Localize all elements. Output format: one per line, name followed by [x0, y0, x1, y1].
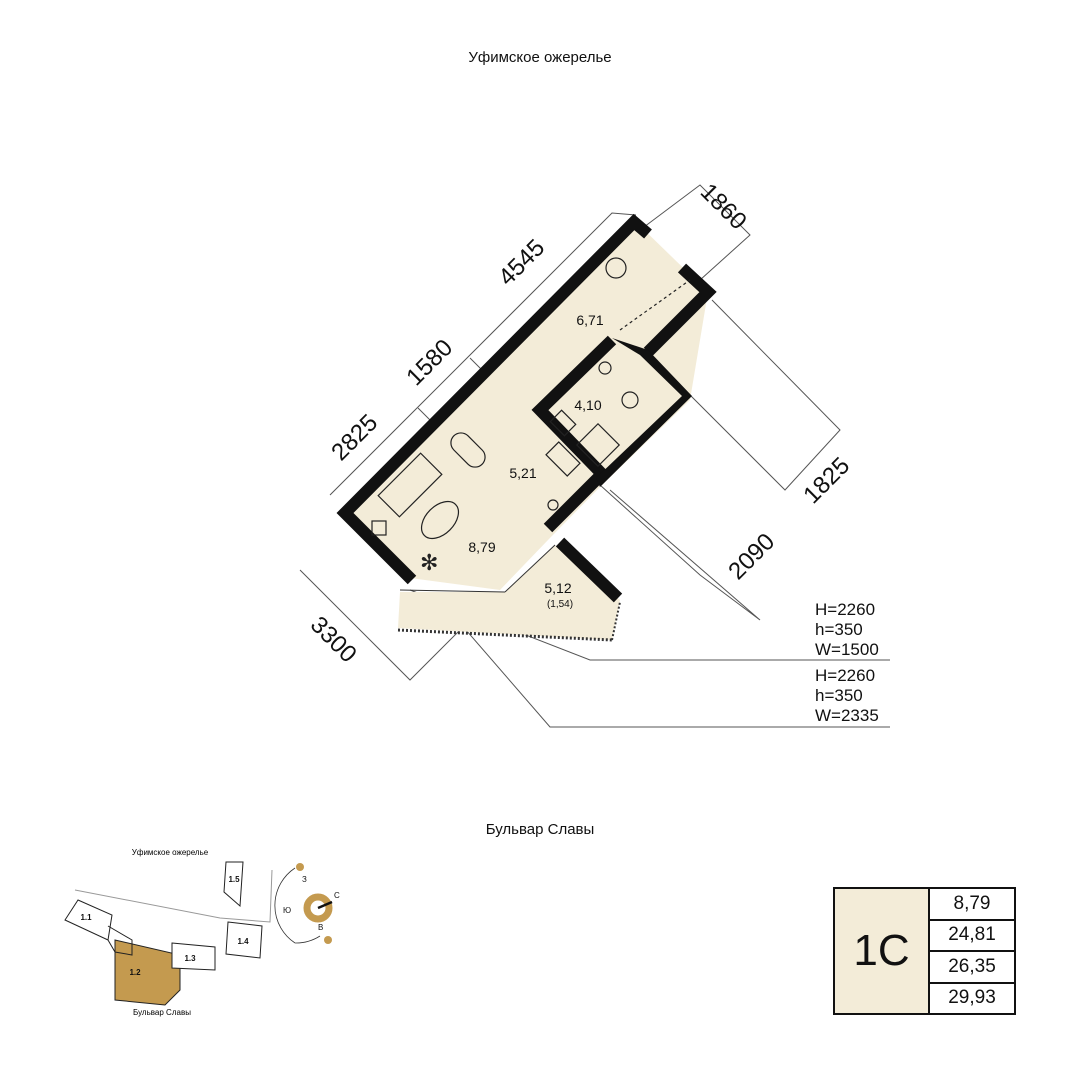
minimap-street-bottom: Бульвар Славы [133, 1008, 191, 1017]
summary-value: 29,93 [948, 987, 996, 1009]
wardrobe-icon [619, 279, 691, 331]
section-label: 1.1 [80, 913, 92, 922]
dimension-3300: 3300 [305, 611, 362, 668]
room-area-hall: 6,71 [576, 312, 603, 328]
room-area-balcony: 5,12 [544, 580, 571, 596]
dimension-1860: 1860 [695, 178, 752, 235]
stove-icon [547, 499, 559, 511]
sofa-icon [377, 452, 443, 518]
section-label: 1.2 [129, 968, 141, 977]
dimension-2090: 2090 [723, 528, 780, 585]
site-minimap: 1.1 1.2 1.3 1.4 1.5 Уфимское ожерелье Бу… [64, 848, 340, 1017]
apartment-summary-table: 1С 8,79 24,81 26,35 29,93 [833, 887, 1016, 1015]
summary-value: 24,81 [930, 921, 1014, 952]
compass-east: В [318, 923, 323, 932]
furniture [371, 257, 691, 540]
street-bottom-label: Бульвар Славы [485, 821, 595, 838]
apartment-type: 1С [835, 889, 930, 1013]
section-label: 1.4 [237, 937, 249, 946]
summary-value: 26,35 [930, 952, 1014, 984]
toilet-icon [621, 391, 639, 409]
bath-wall-block [596, 338, 692, 487]
table-icon [450, 432, 486, 468]
compass-west: З [302, 875, 307, 884]
sink-icon [549, 409, 577, 437]
sun-icon [296, 863, 304, 871]
section-1.2 [114, 939, 181, 1006]
apartment-floor [342, 220, 708, 590]
window-height: H=2260 [815, 666, 876, 685]
balcony-edges [397, 544, 621, 642]
window-width: W=2335 [815, 706, 879, 725]
window-spec-2: H=2260 h=350 W=2335 [815, 666, 879, 726]
room-area-kitchen: 5,21 [509, 465, 536, 481]
section-1.5 [223, 861, 244, 908]
window-height: H=2260 [815, 600, 876, 619]
compass-icon: З С Ю В [274, 863, 340, 944]
bathtub-icon [420, 500, 460, 540]
kitchen-sink-icon [545, 441, 581, 477]
plant-icon: ✻ [420, 550, 438, 575]
section-label: 1.3 [184, 954, 196, 963]
window-width: W=1500 [815, 640, 879, 659]
balcony-floor [398, 545, 620, 640]
minimap-street-top: Уфимское ожерелье [132, 848, 209, 857]
dimension-2825: 2825 [326, 409, 383, 466]
room-area-balcony-reduced: (1,54) [547, 599, 573, 610]
section-1.4 [225, 921, 263, 959]
sun-icon [324, 936, 332, 944]
window-sill: h=350 [815, 686, 863, 705]
compass-north: С [334, 891, 340, 900]
room-area-bath: 4,10 [574, 397, 601, 413]
section-1.3 [171, 942, 216, 971]
boiler-icon [598, 361, 612, 375]
window-sill: h=350 [815, 620, 863, 639]
radiator-icon [371, 520, 387, 536]
shower-icon [575, 422, 621, 468]
dimension-1825: 1825 [798, 452, 855, 509]
dimension-4545: 4545 [493, 234, 550, 291]
section-label: 1.5 [228, 875, 240, 884]
window-spec-1: H=2260 h=350 W=1500 [815, 600, 879, 660]
dimension-lines [299, 184, 890, 728]
summary-value: 8,79 [930, 889, 1014, 921]
street-top-label: Уфимское ожерелье [468, 49, 612, 66]
walls [336, 213, 717, 603]
washer-icon [605, 257, 627, 279]
room-area-living: 8,79 [468, 539, 495, 555]
compass-south: Ю [283, 906, 291, 915]
dimension-1580: 1580 [401, 334, 458, 391]
